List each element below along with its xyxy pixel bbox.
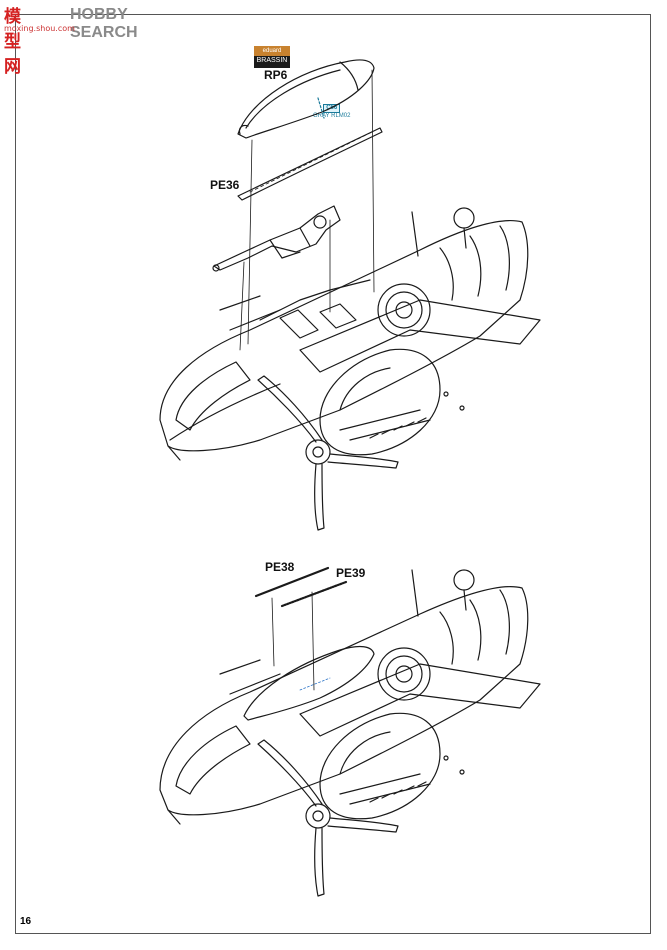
watermark-cn: 模型网 — [4, 7, 21, 77]
pe39-strip-part — [280, 580, 348, 608]
color-name: GRAY RLM02 — [313, 113, 351, 119]
part-label-pe38: PE38 — [265, 560, 295, 574]
aircraft-top-view-2 — [159, 569, 541, 897]
part-label-rp6: RP6 — [264, 68, 288, 82]
rp6-canopy-part — [237, 59, 375, 139]
part-label-pe39: PE39 — [336, 566, 366, 580]
badge-line: BRASSIN — [256, 57, 288, 64]
part-label-pe36: PE36 — [210, 178, 240, 192]
page-frame — [15, 14, 651, 934]
gun-mechanism-part — [212, 205, 341, 272]
brassin-badge: eduard BRASSIN — [254, 46, 290, 68]
badge-brand: eduard — [254, 46, 290, 56]
watermark-url: moxing.shou.com — [4, 24, 75, 33]
page-number: 16 — [20, 916, 32, 927]
pe36-frame-part — [237, 127, 383, 201]
watermark-en: HOBBY SEARCH — [70, 6, 138, 41]
aircraft-top-view-1 — [159, 207, 541, 531]
pe38-strip-part — [254, 566, 330, 598]
